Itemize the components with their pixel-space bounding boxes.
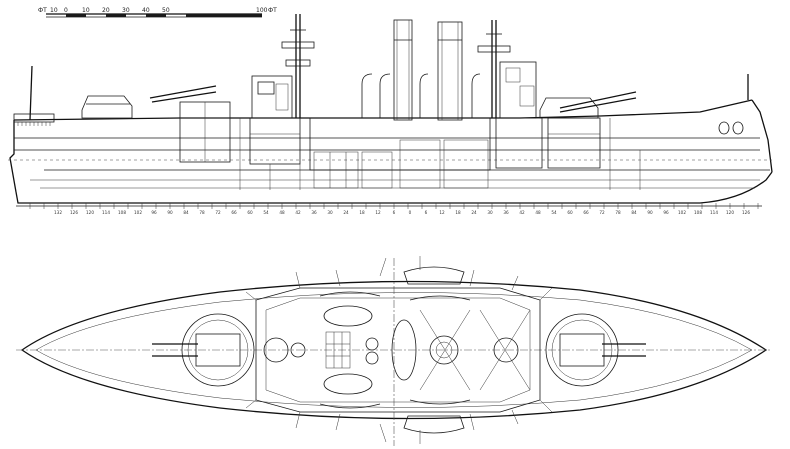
fwd-turret [539,91,637,169]
frame-number: 6 [393,210,396,215]
frame-number: 96 [663,210,669,215]
frame-number: 66 [583,210,589,215]
scale-bar: ФТ 10 0 10 20 30 40 50 100 ФТ [38,7,277,18]
scale-unit-left: ФТ [38,7,47,14]
frame-number: 36 [503,210,509,215]
aft-superstructure [249,75,301,165]
frame-number: 42 [295,210,301,215]
frame-number: 120 [86,210,94,215]
frame-number: 24 [343,210,349,215]
citadel [239,117,641,190]
scale-label: 10 [82,7,90,14]
frame-number: 66 [231,210,237,215]
davits [245,256,553,444]
frame-number: 108 [118,210,126,215]
scale-label: 50 [162,7,170,14]
frame-number: 60 [567,210,573,215]
frame-number: 72 [599,210,605,215]
frame-number: 126 [70,210,78,215]
frame-number: 12 [375,210,381,215]
frame-number: 18 [359,210,365,215]
frame-ticks [29,203,759,209]
frame-number: 96 [151,210,157,215]
frame-number: 114 [710,210,718,215]
frame-number: 72 [215,210,221,215]
frame-number: 60 [247,210,253,215]
stern-gallery [13,113,55,126]
frame-number: 84 [631,210,637,215]
scale-label: 0 [64,7,68,14]
fwd-mast [477,20,511,118]
frame-number: 126 [742,210,750,215]
frame-number: 6 [425,210,428,215]
fwd-superstructure [495,61,543,169]
deck-plan [16,256,772,446]
aft-turret [81,85,231,163]
frame-number: 102 [134,210,142,215]
frame-number: 24 [471,210,477,215]
frame-number: 132 [54,210,62,215]
frame-number: 78 [199,210,205,215]
frame-number: 84 [183,210,189,215]
frame-number: 90 [647,210,653,215]
frame-number: 30 [327,210,333,215]
ventilators [361,73,481,118]
scale-unit-right: ФТ [268,7,277,14]
scale-label: 40 [142,7,150,14]
frame-number: 36 [311,210,317,215]
fwd-turret-plan [545,313,646,387]
frame-number: 78 [615,210,621,215]
frame-number: 48 [279,210,285,215]
frame-number: 54 [551,210,557,215]
scale-label: 30 [122,7,130,14]
frame-number: 120 [726,210,734,215]
frame-number: 102 [678,210,686,215]
frame-number: 90 [167,210,173,215]
frame-number: 48 [535,210,541,215]
frame-number: 114 [102,210,110,215]
aft-turret-plan [152,313,255,387]
frame-number: 54 [263,210,269,215]
frame-number: 18 [455,210,461,215]
frame-number: 108 [694,210,702,215]
scale-label: 100 [256,7,268,14]
hawse-pipes [718,121,744,135]
frame-number: 42 [519,210,525,215]
frame-number: 30 [487,210,493,215]
boats [319,266,471,434]
funnels [393,19,463,121]
scale-label: 20 [102,7,110,14]
aft-mast [281,14,315,118]
scale-label: 10 [50,7,58,14]
frame-number: 12 [439,210,445,215]
frame-number: 0 [409,210,412,215]
